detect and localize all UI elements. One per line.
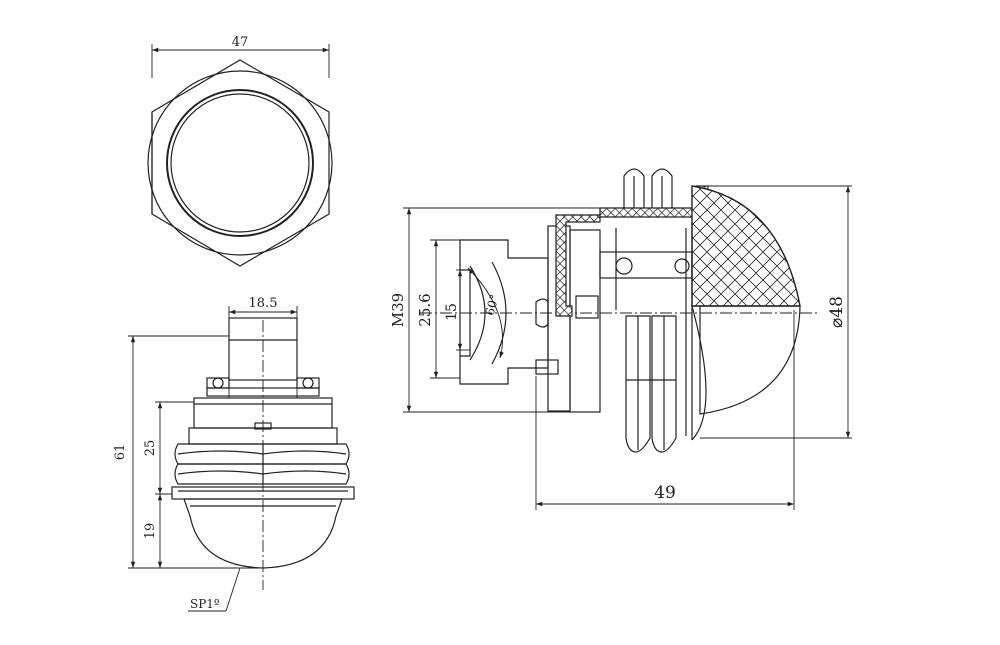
surface-label: SP1º (190, 597, 220, 611)
screw-terminal-right (296, 377, 320, 389)
screw-terminal-left (206, 377, 230, 389)
side-view: ⌀48 49 M39 25.6 15 60° (389, 168, 852, 510)
hex-nut-lower (174, 463, 350, 485)
dim-diameter-label: ⌀48 (827, 296, 847, 328)
front-view: 18.5 (113, 296, 355, 612)
dim-total-height-label: 61 (113, 444, 128, 461)
rear-housing (459, 239, 549, 385)
lower-nuts (625, 315, 677, 453)
dim-top-width-label: 18.5 (249, 296, 278, 311)
dim-lens-height-label: 19 (143, 523, 158, 540)
bezel-inner-circle (166, 89, 314, 237)
dim-face-label: 25.6 (416, 293, 434, 326)
lens-circle (170, 93, 310, 233)
dim-angle-label: 60° (483, 293, 502, 317)
dim-length-label: 49 (654, 483, 676, 503)
top-view: 47 (147, 35, 333, 267)
dome-lens-section (691, 185, 801, 307)
bezel-outer-circle (147, 70, 333, 256)
dim-width-label: 47 (232, 35, 249, 50)
angle-arc (467, 267, 504, 359)
upper-terminals (623, 168, 673, 208)
dim-thread-label: M39 (389, 293, 407, 327)
leader-line (225, 567, 241, 612)
dim-body-height-label: 25 (143, 440, 158, 457)
dim-hole-label: 15 (444, 303, 460, 321)
